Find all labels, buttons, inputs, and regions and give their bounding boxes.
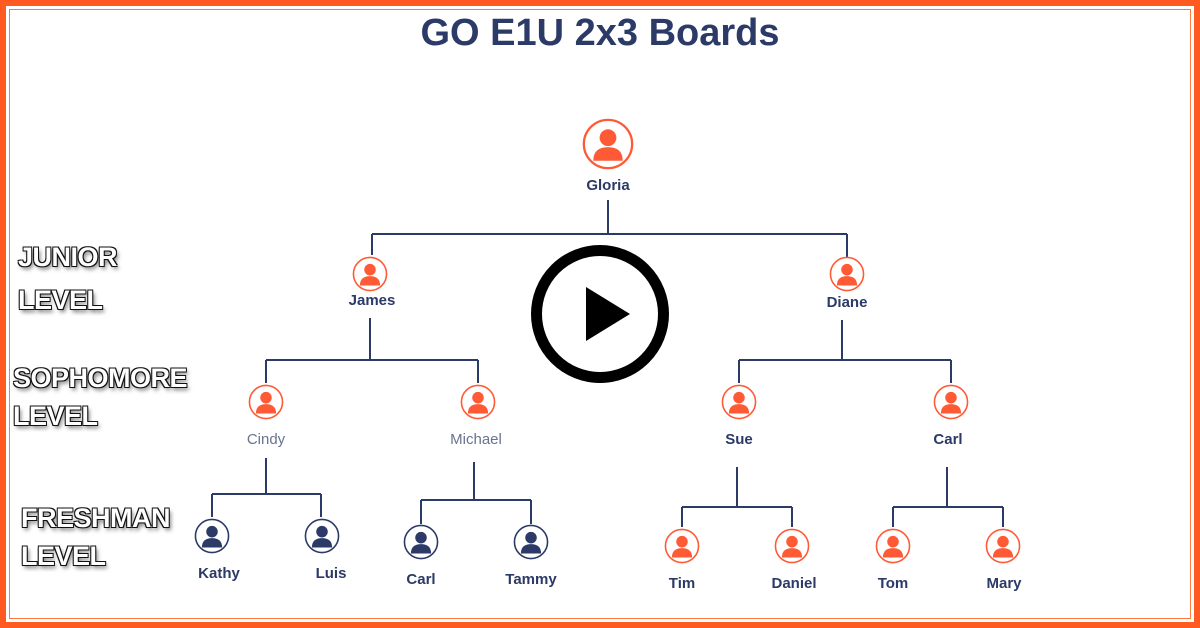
page-title: GO E1U 2x3 Boards [420, 12, 780, 54]
connector-carl [892, 467, 1004, 527]
connector-gloria [371, 200, 848, 258]
node-kathy: Kathy [198, 565, 240, 582]
play-button[interactable] [531, 245, 669, 383]
sue-person-icon [721, 384, 757, 420]
cindy-person-icon [248, 384, 284, 420]
diane-person-icon [829, 256, 865, 292]
node-michael: Michael [450, 431, 502, 448]
play-icon[interactable] [542, 256, 658, 372]
node-carl: Carl [933, 431, 963, 448]
sophomore-level-label-line1: SOPHOMORE [13, 363, 188, 393]
inner-frame [9, 9, 1191, 619]
freshman-level-label-line2: LEVEL [21, 541, 106, 571]
sophomore-level-label-line2: LEVEL [13, 401, 98, 431]
node-carl-freshman: Carl [406, 571, 436, 588]
junior-level-label-line2: LEVEL [18, 285, 103, 315]
daniel-person-icon [774, 528, 810, 564]
node-diane: Diane [826, 294, 868, 311]
james-person-icon [352, 256, 388, 292]
freshman-level-label-line1: FRESHMAN [21, 503, 171, 533]
kathy-person-icon [194, 518, 230, 554]
node-mary: Mary [986, 575, 1022, 592]
node-tammy: Tammy [505, 571, 557, 588]
connector-sue [681, 467, 793, 527]
michael-person-icon [460, 384, 496, 420]
node-gloria: Gloria [586, 177, 630, 194]
junior-level-label-line1: JUNIOR [18, 242, 118, 272]
connector-michael [420, 462, 532, 524]
node-james: James [348, 292, 396, 309]
node-cindy: Cindy [246, 431, 286, 448]
connector-james [265, 318, 479, 383]
mary-person-icon [985, 528, 1021, 564]
carl-freshman-person-icon [403, 524, 439, 560]
node-tom: Tom [877, 575, 909, 592]
node-sue: Sue [725, 431, 753, 448]
gloria-person-icon [582, 118, 634, 170]
luis-person-icon [304, 518, 340, 554]
tom-person-icon [875, 528, 911, 564]
node-tim: Tim [668, 575, 696, 592]
connector-cindy [211, 458, 322, 517]
node-daniel: Daniel [771, 575, 817, 592]
carl-person-icon [933, 384, 969, 420]
node-luis: Luis [315, 565, 347, 582]
connector-diane [738, 320, 952, 383]
tim-person-icon [664, 528, 700, 564]
tammy-person-icon [513, 524, 549, 560]
